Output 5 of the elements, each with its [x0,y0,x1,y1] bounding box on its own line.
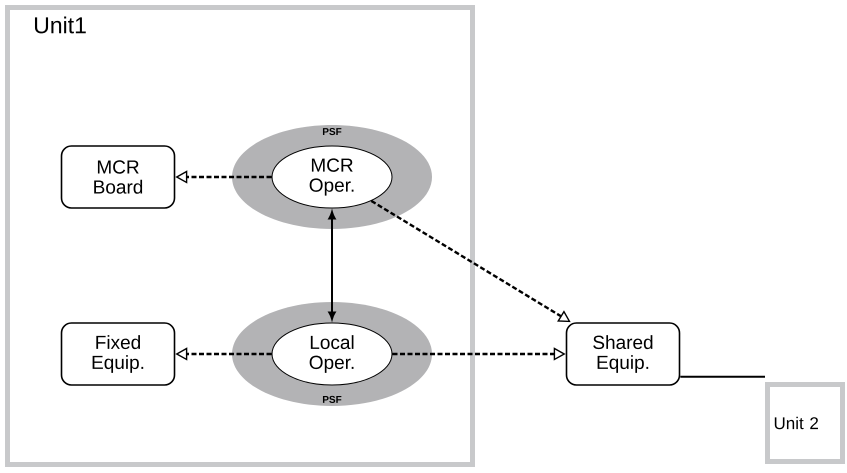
arrow [328,211,336,320]
equipment-box: Fixed Equip. [60,322,176,386]
unit-frame: Unit 2 [765,382,845,464]
equipment-box: MCR Board [60,145,176,209]
equipment-box: Shared Equip. [566,322,680,386]
